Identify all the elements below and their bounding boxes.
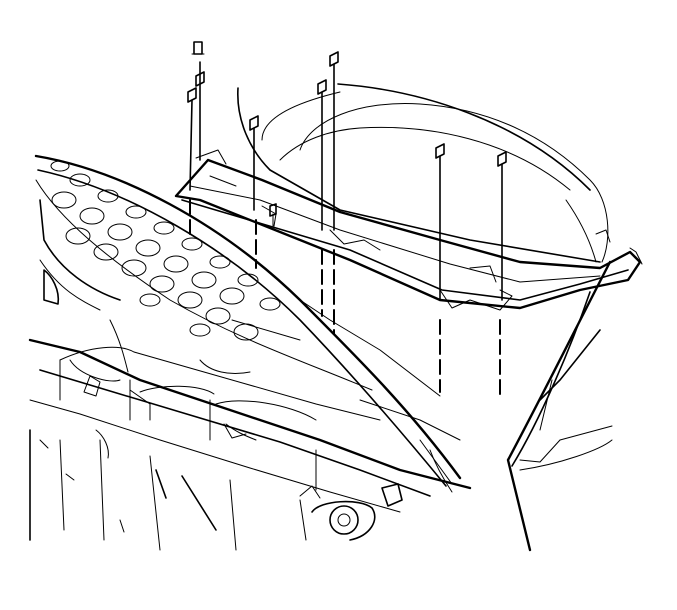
fastener-5: [329, 51, 339, 335]
fastener-6: [435, 143, 445, 393]
fastener-4: [317, 79, 327, 317]
windshield: [237, 83, 611, 263]
fastener-2: [187, 87, 197, 241]
fastener-7: [497, 151, 507, 397]
cowl-panel: [28, 319, 472, 551]
hood-inner-panel-pattern: [50, 160, 281, 341]
fastener-3: [249, 115, 259, 269]
fasteners: [187, 41, 507, 397]
cowl-vent-grille: [174, 149, 643, 311]
detail-strokes: [231, 299, 461, 493]
fastener-8: [269, 203, 277, 227]
fender: [506, 260, 613, 552]
fastener-1: [191, 41, 205, 161]
